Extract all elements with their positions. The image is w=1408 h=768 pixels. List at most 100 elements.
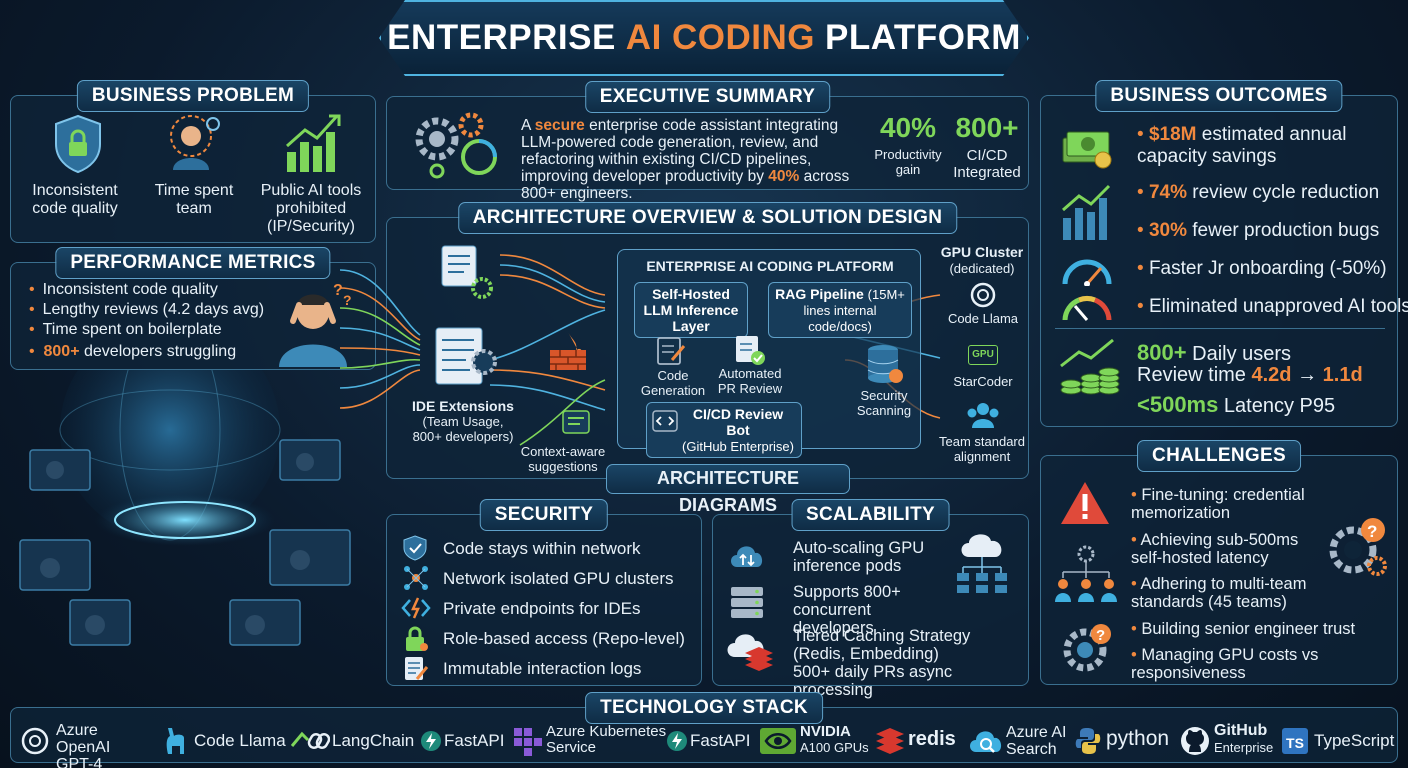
- summary-text: A secure enterprise code assistant integ…: [521, 117, 850, 202]
- challenges-panel: CHALLENGES ? ? • Fine-tuning: credential…: [1040, 440, 1398, 685]
- tech-code-llama: Code Llama: [194, 731, 286, 750]
- nvidia-logo-icon: [760, 728, 796, 754]
- pr-review-label: Automated PR Review: [717, 366, 783, 396]
- business-problem-title: BUSINESS PROBLEM: [76, 80, 310, 112]
- security-title: SECURITY: [479, 499, 609, 531]
- title-post: PLATFORM: [825, 18, 1021, 57]
- gpu-cluster-title: GPU Cluster: [940, 244, 1024, 260]
- shield-check-icon: [403, 535, 427, 561]
- tech-typescript: TypeScript: [1314, 731, 1395, 750]
- gpu-chip-icon: GPU: [968, 345, 998, 365]
- metric-item-4: • 800+ developers struggling: [29, 343, 237, 360]
- firewall-icon: [550, 332, 586, 370]
- security-database-icon: [867, 345, 903, 383]
- tech-stack-panel: TECHNOLOGY STACK: [10, 692, 1398, 763]
- svg-text:?: ?: [343, 292, 352, 308]
- challenge-item-4: • Building senior engineer trust: [1131, 620, 1356, 638]
- tech-fastapi-1: FastAPI: [444, 731, 505, 750]
- code-brackets-icon: [652, 410, 678, 432]
- security-scanning-label: Security Scanning: [856, 388, 912, 418]
- outcome-review-cycle: • 74% review cycle reduction: [1137, 182, 1380, 203]
- outcome-unapproved-tools: • Eliminated unapproved AI tools: [1137, 296, 1408, 317]
- bar-growth-icon: [1062, 184, 1111, 240]
- server-rack-icon: [731, 587, 763, 618]
- growth-chart-icon: [286, 114, 341, 172]
- fastapi-logo-icon-2: [667, 731, 687, 751]
- stat-latency: <500ms Latency P95: [1137, 392, 1336, 417]
- scalability-title: SCALABILITY: [791, 499, 950, 531]
- problem-item-3: Public AI tools prohibited (IP/Security): [260, 182, 362, 235]
- langchain-logo-icon: [290, 731, 330, 749]
- fastapi-logo-icon: [421, 731, 441, 751]
- python-logo-icon: [1075, 728, 1101, 754]
- money-stack-icon: [1062, 131, 1112, 169]
- stat-cicd-value: 800+: [955, 112, 1019, 143]
- document-gear-icon: [441, 245, 493, 299]
- security-panel: SECURITY Code stays within network Netwo…: [386, 499, 702, 686]
- tech-stack-title: TECHNOLOGY STACK: [585, 692, 823, 724]
- azure-search-logo-icon: [970, 731, 1002, 753]
- scalability-panel: SCALABILITY Auto-scaling GPU inference p…: [712, 499, 1029, 699]
- stressed-developer-icon: ? ?: [279, 282, 352, 367]
- stat-cicd-label: CI/CD Integrated: [953, 147, 1021, 181]
- challenge-item-2: • Achieving sub-500ms self-hosted latenc…: [1131, 531, 1299, 567]
- architecture-diagrams-label: ARCHITECTURE DIAGRAMS: [606, 464, 850, 515]
- scalability-item-1: Auto-scaling GPU inference pods: [793, 539, 925, 575]
- main-title: ENTERPRISE AI CODING PLATFORM: [379, 0, 1029, 76]
- llm-inference-node: Self-Hosted LLM Inference Layer: [634, 282, 748, 338]
- gpu-cluster-sub: (dedicated): [949, 261, 1015, 276]
- code-generation-icon: [657, 337, 686, 365]
- tech-fastapi-2: FastAPI: [690, 731, 751, 750]
- scalability-item-4: 500+ daily PRs async processing: [793, 663, 953, 699]
- performance-metrics-title: PERFORMANCE METRICS: [55, 247, 331, 279]
- padlock-icon: [406, 626, 428, 651]
- tech-langchain: LangChain: [332, 731, 415, 750]
- cicd-bot-node: CI/CD Review Bot(GitHub Enterprise): [646, 402, 802, 458]
- tech-redis: redis: [908, 728, 956, 750]
- business-outcomes-title: BUSINESS OUTCOMES: [1095, 80, 1343, 112]
- title-highlight: AI CODING: [625, 18, 816, 57]
- metric-item-3: Time spent on boilerplate: [29, 321, 269, 339]
- business-outcomes-panel: BUSINESS OUTCOMES • $18M estimated annua…: [1040, 80, 1408, 427]
- rag-pipeline-node: RAG Pipeline (15M+ lines internal code/d…: [768, 282, 912, 338]
- redis-cache-icon: [727, 634, 773, 671]
- scalability-item-2: Supports 800+ concurrent developers: [793, 583, 901, 637]
- problem-item-1: Inconsistent code quality: [32, 182, 118, 217]
- team-hierarchy-icon: [1055, 545, 1117, 602]
- svg-text:?: ?: [1096, 627, 1105, 644]
- platform-frame-label: ENTERPRISE AI CODING PLATFORM: [646, 258, 894, 274]
- gauge-fast-icon: [1062, 259, 1112, 286]
- context-aware-label: Context-aware suggestions: [520, 444, 606, 474]
- stat-daily-users: 800+ Daily users: [1137, 340, 1292, 365]
- outcome-savings: • $18M estimated annual capacity savings: [1137, 124, 1347, 167]
- security-item-4: Role-based access (Repo-level): [443, 629, 685, 648]
- cloud-scaling-icon: [731, 546, 763, 567]
- svg-text:?: ?: [333, 282, 343, 299]
- outcome-onboarding: • Faster Jr onboarding (-50%): [1137, 258, 1387, 279]
- shield-lock-icon: [55, 114, 101, 174]
- challenge-item-1: • Fine-tuning: credential memorization: [1131, 486, 1305, 522]
- gear-problem-icon: ?: [1329, 518, 1387, 576]
- llama-logo-icon: [166, 728, 184, 754]
- ide-extension-icon: [435, 327, 497, 385]
- challenges-title: CHALLENGES: [1137, 440, 1301, 472]
- endpoint-code-icon: [401, 597, 431, 619]
- log-document-icon: [405, 657, 429, 680]
- challenge-item-5: • Managing GPU costs vs responsiveness: [1131, 646, 1319, 682]
- executive-summary-title: EXECUTIVE SUMMARY: [584, 81, 831, 113]
- kubernetes-logo-icon: [514, 728, 542, 756]
- performance-metrics-panel: PERFORMANCE METRICS Inconsistent code qu…: [10, 247, 376, 370]
- code-llama-label: Code Llama: [947, 311, 1019, 326]
- ide-extensions-title: IDE Extensions: [412, 398, 514, 414]
- metric-item-1: Inconsistent code quality: [29, 281, 269, 299]
- gears-cycle-icon: [415, 112, 497, 179]
- security-item-2: Network isolated GPU clusters: [443, 569, 674, 588]
- architecture-title: ARCHITECTURE OVERVIEW & SOLUTION DESIGN: [457, 202, 958, 234]
- challenge-item-3: • Adhering to multi-team standards (45 t…: [1131, 575, 1307, 611]
- coins-growth-icon: [1060, 338, 1120, 395]
- pr-review-icon: [736, 336, 765, 365]
- outcome-bugs: • 30% fewer production bugs: [1137, 220, 1380, 241]
